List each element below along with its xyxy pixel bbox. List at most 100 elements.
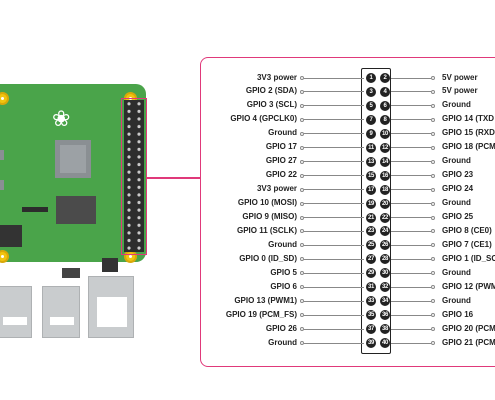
lead-dot-right — [431, 145, 435, 150]
lead-line-left — [304, 272, 364, 274]
pin-label-left: Ground — [268, 337, 297, 347]
pin-label-right: GPIO 8 (CE0) — [442, 225, 492, 235]
lead-dot-left — [300, 229, 304, 234]
small-component — [62, 268, 80, 278]
lead-line-right — [391, 175, 431, 177]
lead-line-left — [304, 175, 364, 177]
usb-port — [42, 286, 80, 338]
pin: 35 — [366, 310, 376, 321]
lead-line-right — [391, 91, 431, 93]
lead-dot-right — [431, 89, 435, 94]
pin: 38 — [380, 324, 390, 335]
side-component — [0, 180, 4, 190]
lead-dot-left — [300, 117, 304, 122]
lead-dot-left — [300, 257, 304, 262]
pin-label-right: GPIO 16 — [442, 309, 474, 319]
lead-dot-left — [300, 159, 304, 164]
lead-dot-right — [431, 313, 435, 318]
pin: 20 — [380, 198, 390, 209]
lead-dot-right — [431, 215, 435, 220]
pin: 1 — [366, 73, 376, 83]
lead-line-right — [391, 286, 431, 288]
raspberry-logo-icon: ❀ — [52, 106, 71, 131]
lead-line-right — [391, 77, 431, 79]
pin-label-left: Ground — [268, 128, 297, 138]
lead-dot-left — [300, 145, 304, 150]
pin-label-right: GPIO 15 (RXD — [442, 128, 495, 138]
lead-dot-right — [431, 257, 435, 262]
lead-line-right — [391, 189, 431, 191]
lead-dot-right — [431, 117, 435, 122]
lead-line-right — [391, 258, 431, 260]
pin-label-right: Ground — [442, 198, 471, 208]
lead-dot-left — [300, 327, 304, 332]
pin: 5 — [366, 100, 376, 111]
lead-line-left — [304, 300, 364, 302]
lead-line-right — [391, 300, 431, 302]
pin: 29 — [366, 268, 376, 279]
lead-line-left — [304, 230, 364, 232]
pin: 19 — [366, 198, 376, 209]
lead-line-right — [391, 328, 431, 330]
lead-line-left — [304, 342, 364, 344]
pin-label-left: GPIO 9 (MISO) — [242, 212, 297, 221]
pin: 24 — [380, 226, 390, 237]
pin: 15 — [366, 170, 376, 181]
ribbon-connector — [22, 207, 48, 212]
pin-label-left: GPIO 10 (MOSI) — [237, 198, 297, 208]
small-chip — [0, 225, 22, 247]
lead-line-left — [304, 189, 364, 191]
pin: 2 — [380, 73, 390, 83]
pinout-callout-frame — [200, 57, 495, 367]
lead-line-left — [304, 105, 364, 107]
lead-dot-right — [431, 285, 435, 290]
pin: 26 — [380, 240, 390, 251]
pin-label-right: Ground — [442, 267, 471, 277]
pin: 25 — [366, 240, 376, 251]
pin: 22 — [380, 212, 390, 223]
ethernet-socket — [97, 297, 127, 327]
lead-line-right — [391, 203, 431, 205]
pin: 3 — [366, 86, 376, 97]
pin-label-right: GPIO 18 (PCM — [442, 142, 495, 152]
pin-label-left: 3V3 power — [256, 184, 297, 194]
lead-dot-left — [300, 299, 304, 304]
pin-label-right: GPIO 24 — [442, 184, 474, 194]
pin: 21 — [366, 212, 376, 223]
lead-line-right — [391, 272, 431, 274]
lead-dot-left — [300, 187, 304, 192]
lead-line-right — [391, 230, 431, 232]
lead-line-right — [391, 133, 431, 135]
lead-line-right — [391, 244, 431, 246]
pin: 11 — [366, 142, 376, 153]
lead-line-left — [304, 328, 364, 330]
pin: 9 — [366, 128, 376, 139]
pin-label-right: GPIO 1 (ID_SC — [442, 253, 495, 263]
lead-dot-left — [300, 243, 304, 248]
pin: 12 — [380, 142, 390, 153]
lead-dot-right — [431, 243, 435, 248]
gpio-header-pins — [124, 100, 144, 252]
lead-dot-right — [431, 131, 435, 136]
callout-connector-line — [147, 177, 201, 179]
pin: 16 — [380, 170, 390, 181]
pin: 30 — [380, 268, 390, 279]
lead-line-left — [304, 217, 364, 218]
lead-dot-left — [300, 131, 304, 136]
small-component — [102, 258, 118, 272]
lead-line-left — [304, 147, 364, 149]
lead-dot-right — [431, 187, 435, 192]
pin-label-left: GPIO 19 (PCM_FS) — [225, 309, 297, 319]
lead-line-right — [391, 161, 431, 163]
lead-line-left — [304, 286, 364, 288]
lead-line-left — [304, 203, 364, 205]
lead-line-left — [304, 244, 364, 246]
soc-chip-core — [60, 145, 86, 173]
lead-dot-right — [431, 299, 435, 304]
lead-dot-left — [300, 271, 304, 276]
lead-line-right — [391, 217, 431, 218]
pin-label-left: GPIO 2 (SDA) — [245, 86, 297, 96]
pin: 4 — [380, 86, 390, 97]
pin-label-left: GPIO 26 — [265, 323, 297, 333]
